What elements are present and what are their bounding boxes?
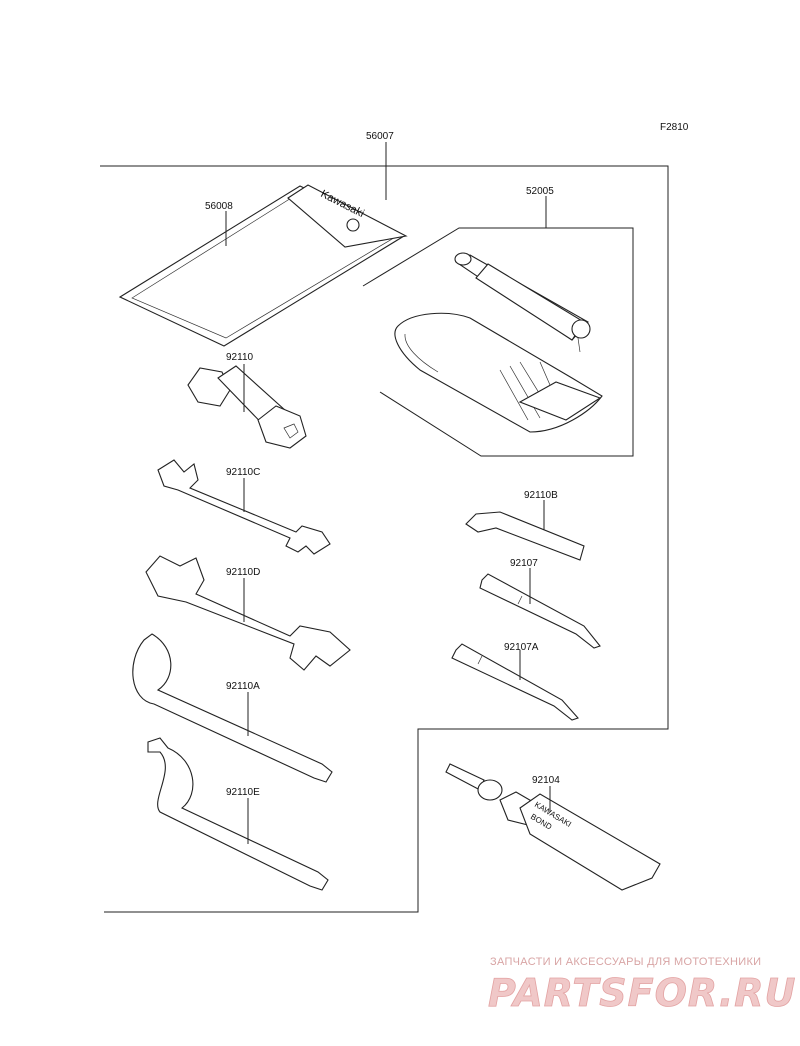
watermark-logo: PARTSFOR.RU [488, 971, 796, 1015]
label-92110a[interactable]: 92110A [226, 681, 260, 692]
label-92107[interactable]: 92107 [510, 558, 538, 569]
spark-plug-wrench[interactable] [187, 365, 307, 449]
label-52005[interactable]: 52005 [526, 186, 554, 197]
screwdriver-a[interactable] [451, 643, 579, 721]
owners-manual[interactable]: Kawasaki [118, 184, 408, 347]
open-end-wrench-c[interactable] [157, 459, 331, 555]
label-56007[interactable]: 56007 [366, 131, 394, 142]
bag-set-frame [362, 196, 634, 457]
label-92110c[interactable]: 92110C [226, 467, 260, 478]
hook-wrench-e[interactable] [147, 737, 329, 891]
watermark-tagline: ЗАПЧАСТИ И АКСЕССУАРЫ ДЛЯ МОТОТЕХНИКИ [490, 956, 761, 968]
screwdriver[interactable] [479, 573, 601, 649]
label-92110e[interactable]: 92110E [226, 787, 260, 798]
pump-tube[interactable] [454, 252, 591, 353]
label-92110b[interactable]: 92110B [524, 490, 558, 501]
label-92110[interactable]: 92110 [226, 352, 254, 363]
figure-code: F2810 [660, 122, 689, 133]
hex-key[interactable] [465, 511, 585, 561]
tool-bag[interactable] [394, 312, 603, 433]
label-92110d[interactable]: 92110D [226, 567, 260, 578]
open-end-wrench-d[interactable] [145, 555, 351, 671]
bond-tube[interactable]: KAWASAKI BOND [445, 763, 661, 891]
label-92104[interactable]: 92104 [532, 775, 560, 786]
label-92107a[interactable]: 92107A [504, 642, 539, 653]
kit-frame [100, 142, 669, 913]
hook-wrench-a[interactable] [132, 633, 333, 783]
label-56008[interactable]: 56008 [205, 201, 233, 212]
